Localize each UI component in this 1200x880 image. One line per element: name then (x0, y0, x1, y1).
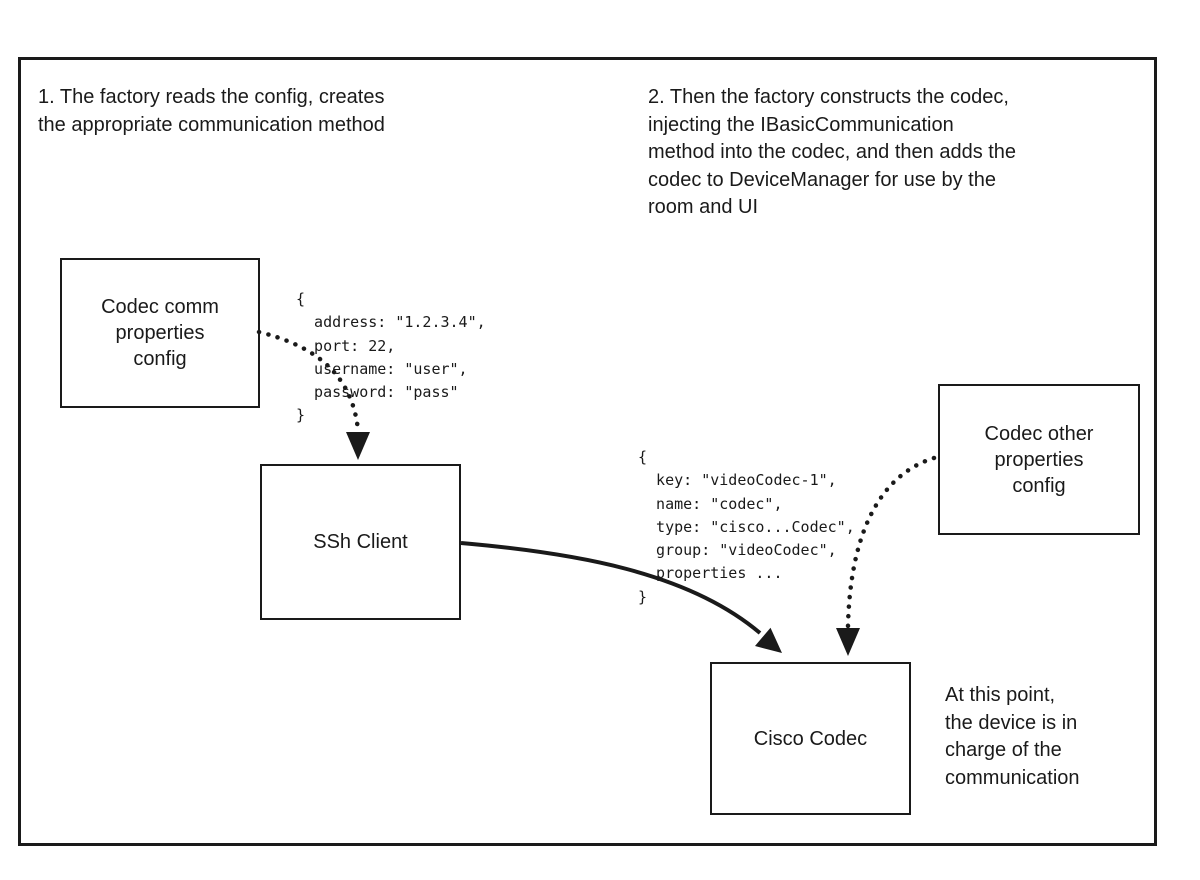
node-codec-other-properties-config: Codec other properties config (938, 384, 1140, 535)
device-in-charge-note: At this point, the device is in charge o… (945, 684, 1080, 789)
node-codec-comm-properties-config: Codec comm properties config (60, 258, 260, 408)
node-label-codec-other-properties-config: Codec other properties config (984, 422, 1094, 497)
code-codec-properties-json: { key: "videoCodec-1", name: "codec", ty… (638, 448, 855, 606)
node-ssh-client: SSh Client (260, 464, 461, 620)
diagram-border (18, 57, 1157, 846)
node-cisco-codec: Cisco Codec (710, 662, 911, 815)
step2-annotation: 2. Then the factory constructs the codec… (648, 86, 1017, 219)
code-comm-properties-json: { address: "1.2.3.4", port: 22, username… (296, 290, 486, 425)
node-label-ssh-client: SSh Client (313, 531, 408, 553)
node-label-cisco-codec: Cisco Codec (753, 727, 868, 750)
node-label-codec-comm-properties-config: Codec comm properties config (101, 296, 219, 370)
step1-annotation: 1. The factory reads the config, creates… (38, 86, 385, 136)
